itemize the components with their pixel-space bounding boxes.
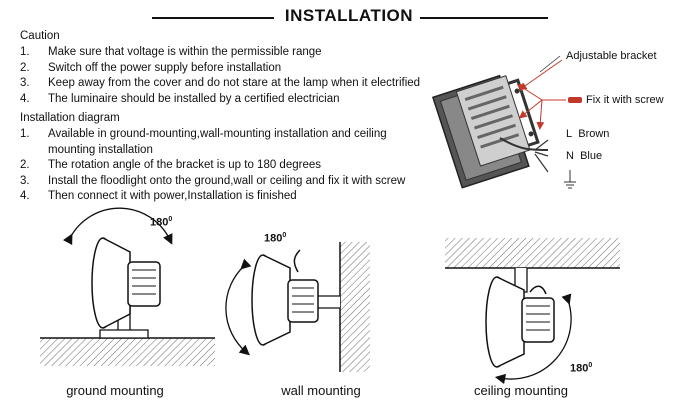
- title-rule-right: [420, 17, 548, 19]
- wire-n-letter: N: [566, 150, 574, 162]
- wire-l-color: Brown: [578, 128, 610, 140]
- adjustable-bracket-label: Adjustable bracket: [566, 50, 657, 62]
- list-text: The rotation angle of the bracket is up …: [48, 159, 321, 171]
- page-title: INSTALLATION: [284, 6, 414, 25]
- list-item: 2. The rotation angle of the bracket is u…: [20, 158, 408, 174]
- angle-value: 180: [264, 232, 283, 245]
- angle-label-wall: 1800: [264, 232, 286, 245]
- list-number: 1.: [20, 128, 30, 140]
- caution-heading: Caution: [20, 30, 60, 42]
- title-rule-left: [152, 17, 274, 19]
- list-number: 3.: [20, 77, 30, 89]
- list-item: 1. Available in ground-mounting,wall-moun…: [20, 127, 408, 158]
- wall-mounting-figure: [225, 242, 370, 372]
- diagram-list: 1. Available in ground-mounting,wall-moun…: [20, 127, 408, 205]
- title-bar: INSTALLATION: [0, 4, 700, 30]
- list-text: Then connect it with power,Installation …: [48, 190, 297, 202]
- angle-unit: 0: [168, 216, 173, 223]
- list-number: 2.: [20, 61, 30, 74]
- wire-l-label: L Brown: [566, 128, 609, 140]
- angle-label-ceiling: 1800: [570, 362, 592, 375]
- ground-mounting-caption: ground mounting: [66, 383, 164, 398]
- fix-screw-label: Fix it with screw: [586, 94, 664, 106]
- ground-mounting-figure: [40, 207, 215, 366]
- list-text: The luminaire should be installed by a c…: [48, 92, 340, 105]
- list-item: 4. Then connect it with power,Installatio…: [20, 189, 408, 205]
- ceiling-mounting-figure: [445, 238, 620, 385]
- caution-list: 1. Make sure that voltage is within the p…: [20, 45, 420, 107]
- wire-n-label: N Blue: [566, 150, 602, 162]
- angle-unit: 0: [282, 232, 287, 239]
- angle-value: 180: [570, 362, 589, 375]
- angle-value: 180: [150, 216, 169, 229]
- angle-label-ground: 1800: [150, 216, 172, 229]
- list-number: 3.: [20, 174, 30, 187]
- wire-n-color: Blue: [580, 150, 603, 162]
- list-item: 2. Switch off the power supply before ins…: [20, 61, 420, 77]
- list-item: 3. Install the floodlight onto the ground…: [20, 174, 408, 190]
- list-number: 1.: [20, 46, 30, 58]
- list-item: 1. Make sure that voltage is within the p…: [20, 45, 420, 61]
- list-number: 2.: [20, 159, 30, 171]
- diagram-heading: Installation diagram: [20, 112, 120, 124]
- ceiling-mounting-caption: ceiling mounting: [474, 383, 568, 398]
- list-number: 4.: [20, 92, 30, 105]
- list-text: Install the floodlight onto the ground,w…: [48, 174, 406, 187]
- list-text: Available in ground-mounting,wall-mounti…: [48, 128, 387, 156]
- list-text: Keep away from the cover and do not star…: [48, 77, 421, 89]
- list-text: Make sure that voltage is within the per…: [48, 46, 322, 58]
- list-item: 4. The luminaire should be installed by a…: [20, 92, 420, 108]
- wire-l-letter: L: [566, 128, 573, 140]
- floodlight-product-figure: [431, 55, 582, 189]
- angle-unit: 0: [588, 362, 593, 369]
- list-number: 4.: [20, 190, 30, 202]
- list-text: Switch off the power supply before insta…: [48, 61, 282, 74]
- wall-mounting-caption: wall mounting: [281, 383, 361, 398]
- list-item: 3. Keep away from the cover and do not st…: [20, 76, 420, 92]
